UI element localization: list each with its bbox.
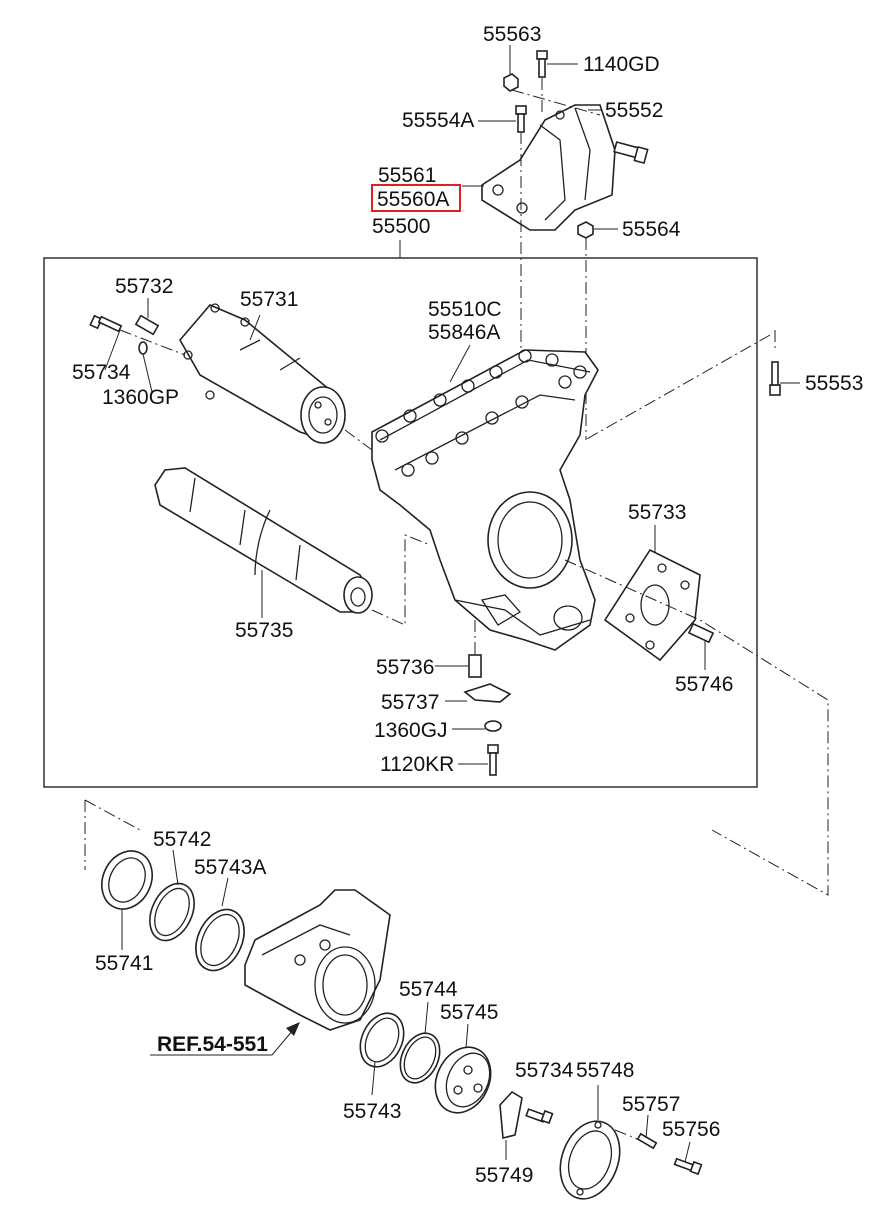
ring-55742[interactable] xyxy=(141,876,203,947)
filter-55731[interactable] xyxy=(179,303,346,444)
pin-55757-icon[interactable] xyxy=(636,1132,658,1150)
label-1360GJ[interactable]: 1360GJ xyxy=(374,719,448,742)
label-55744[interactable]: 55744 xyxy=(399,978,458,1001)
label-55563[interactable]: 55563 xyxy=(483,23,541,46)
centerline-filter xyxy=(119,329,373,451)
label-55564[interactable]: 55564 xyxy=(622,218,681,241)
centerline-lower xyxy=(84,799,141,870)
label-55741[interactable]: 55741 xyxy=(95,952,153,975)
label-55756[interactable]: 55756 xyxy=(662,1118,720,1141)
cover-55748[interactable] xyxy=(550,1113,630,1207)
label-55732[interactable]: 55732 xyxy=(115,275,173,298)
bolt-55554A-icon[interactable] xyxy=(515,105,527,133)
bolt-55553-icon[interactable] xyxy=(769,361,781,396)
label-55733[interactable]: 55733 xyxy=(628,501,686,524)
ref-underline xyxy=(150,1029,294,1056)
main-housing-55510C[interactable] xyxy=(371,349,599,651)
upper-bracket-55560A[interactable] xyxy=(481,104,616,231)
pin-55736-icon[interactable] xyxy=(468,654,482,678)
label-55745[interactable]: 55745 xyxy=(440,1001,498,1024)
transfer-case-housing-ref xyxy=(244,889,391,1031)
label-55734-lower[interactable]: 55734 xyxy=(515,1059,574,1082)
clip-55737-icon[interactable] xyxy=(463,683,512,703)
ref-label[interactable]: REF.54-551 xyxy=(157,1033,268,1056)
label-55500[interactable]: 55500 xyxy=(372,215,430,238)
bolt-1120KR-icon[interactable] xyxy=(487,744,499,776)
centerline-shaft xyxy=(371,534,431,626)
centerline-bolt-55553 xyxy=(584,330,776,441)
bolt-1140GD-icon[interactable] xyxy=(536,50,548,78)
label-55554A[interactable]: 55554A xyxy=(402,109,474,132)
bolt-55734-icon[interactable] xyxy=(89,314,123,333)
label-55510C[interactable]: 55510C xyxy=(428,298,502,321)
label-55736[interactable]: 55736 xyxy=(376,656,434,679)
label-1360GP[interactable]: 1360GP xyxy=(102,386,179,409)
label-1140GD[interactable]: 1140GD xyxy=(583,53,660,76)
label-55553[interactable]: 55553 xyxy=(805,372,863,395)
label-55757[interactable]: 55757 xyxy=(622,1093,680,1116)
pin-55746-icon[interactable] xyxy=(687,622,715,644)
label-55552[interactable]: 55552 xyxy=(605,99,663,122)
label-55748[interactable]: 55748 xyxy=(576,1059,634,1082)
label-55735[interactable]: 55735 xyxy=(235,619,293,642)
highlight-box-55560A xyxy=(371,184,461,212)
bolt-55552-icon[interactable] xyxy=(613,141,649,165)
nut-55564-icon[interactable] xyxy=(577,221,594,239)
washer-1360GJ-icon[interactable] xyxy=(484,720,502,732)
label-55560A[interactable]: 55560A xyxy=(377,188,449,211)
washer-1360GP-icon[interactable] xyxy=(138,341,148,355)
shaft-55735[interactable] xyxy=(154,467,373,614)
bolt-55756-icon[interactable] xyxy=(673,1157,703,1176)
bracket-55749[interactable] xyxy=(499,1090,523,1140)
label-1120KR[interactable]: 1120KR xyxy=(380,753,454,776)
label-55743[interactable]: 55743 xyxy=(343,1100,401,1123)
centerline-top xyxy=(511,78,601,440)
label-55737[interactable]: 55737 xyxy=(381,691,439,714)
label-55734-upper[interactable]: 55734 xyxy=(72,361,131,384)
label-55561[interactable]: 55561 xyxy=(378,164,436,187)
label-55742[interactable]: 55742 xyxy=(153,828,211,851)
ring-55743A[interactable] xyxy=(187,902,254,979)
ring-55744[interactable] xyxy=(393,1027,448,1089)
leader-lines xyxy=(104,45,800,1163)
gear-55745[interactable] xyxy=(425,1038,501,1122)
bolt-55734b-icon[interactable] xyxy=(525,1108,554,1125)
cover-plate-55733[interactable] xyxy=(603,548,701,662)
ring-55741[interactable] xyxy=(93,843,162,918)
nut-55563-icon[interactable] xyxy=(503,73,519,92)
ring-55743[interactable] xyxy=(352,1006,412,1074)
label-55846A[interactable]: 55846A xyxy=(428,321,500,344)
centerline-cover xyxy=(564,559,829,896)
pin-55732-icon[interactable] xyxy=(134,314,160,336)
centerline-lower-cover xyxy=(614,1129,641,1141)
label-55743A[interactable]: 55743A xyxy=(194,856,266,879)
label-55731[interactable]: 55731 xyxy=(240,288,298,311)
label-55749[interactable]: 55749 xyxy=(475,1164,533,1187)
ref-arrowhead xyxy=(286,1022,300,1036)
label-55746[interactable]: 55746 xyxy=(675,673,733,696)
